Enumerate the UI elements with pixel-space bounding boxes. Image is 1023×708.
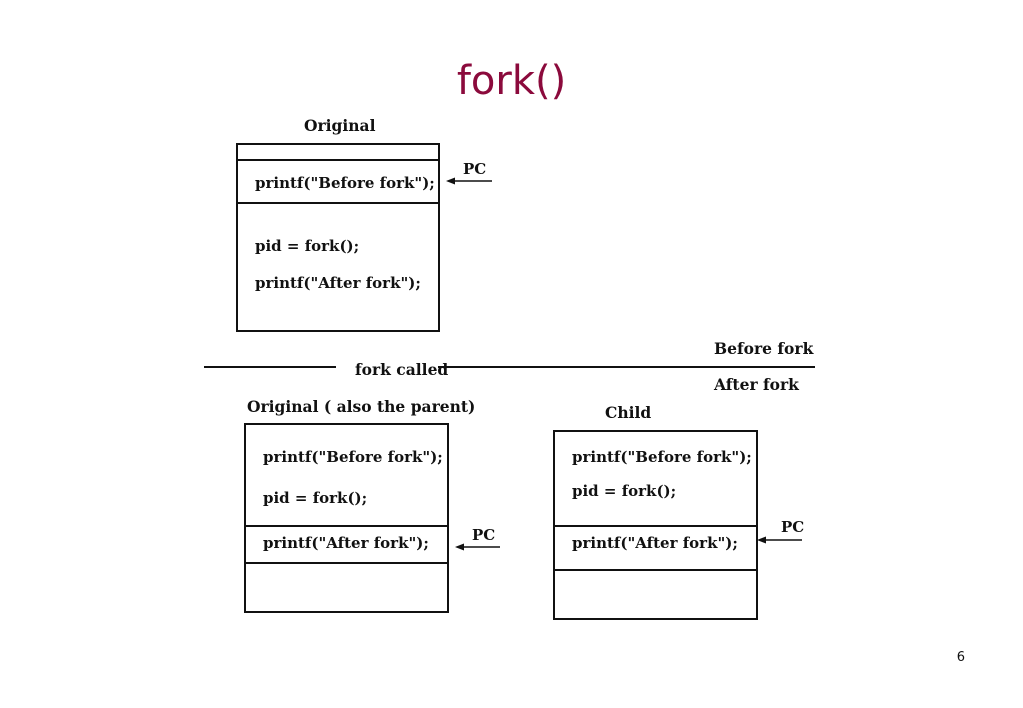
pc-label-original: PC [463, 160, 487, 178]
fork-separator-line [438, 366, 815, 368]
code-line-before-fork: printf("Before fork"); [263, 448, 443, 466]
divider [246, 525, 447, 527]
fork-separator-line [204, 366, 336, 368]
code-line-after-fork: printf("After fork"); [572, 534, 738, 552]
code-line-after-fork: printf("After fork"); [263, 534, 429, 552]
code-line-before-fork: printf("Before fork"); [572, 448, 752, 466]
divider [555, 569, 756, 571]
code-line-fork: pid = fork(); [572, 482, 677, 500]
child-label: Child [605, 403, 652, 422]
child-process-box: printf("Before fork"); pid = fork(); pri… [553, 430, 758, 620]
after-fork-label: After fork [714, 375, 799, 394]
parent-process-box: printf("Before fork"); pid = fork(); pri… [244, 423, 449, 613]
original-parent-label: Original ( also the parent) [247, 397, 476, 416]
pc-label-child: PC [781, 518, 805, 536]
code-line-fork: pid = fork(); [255, 237, 360, 255]
divider [238, 159, 438, 161]
pc-arrow-icon [446, 177, 492, 185]
divider [238, 202, 438, 204]
fork-called-label: fork called [355, 360, 449, 379]
code-line-after-fork: printf("After fork"); [255, 274, 421, 292]
original-label: Original [304, 116, 376, 135]
code-line-fork: pid = fork(); [263, 489, 368, 507]
original-process-box: printf("Before fork"); pid = fork(); pri… [236, 143, 440, 332]
divider [246, 562, 447, 564]
page-number: 6 [956, 650, 965, 665]
slide-title: fork() [456, 58, 567, 104]
pc-label-parent: PC [472, 526, 496, 544]
pc-arrow-icon [757, 536, 802, 544]
pc-arrow-icon [455, 543, 500, 551]
code-line-before-fork: printf("Before fork"); [255, 174, 435, 192]
before-fork-label: Before fork [714, 339, 814, 358]
divider [555, 525, 756, 527]
